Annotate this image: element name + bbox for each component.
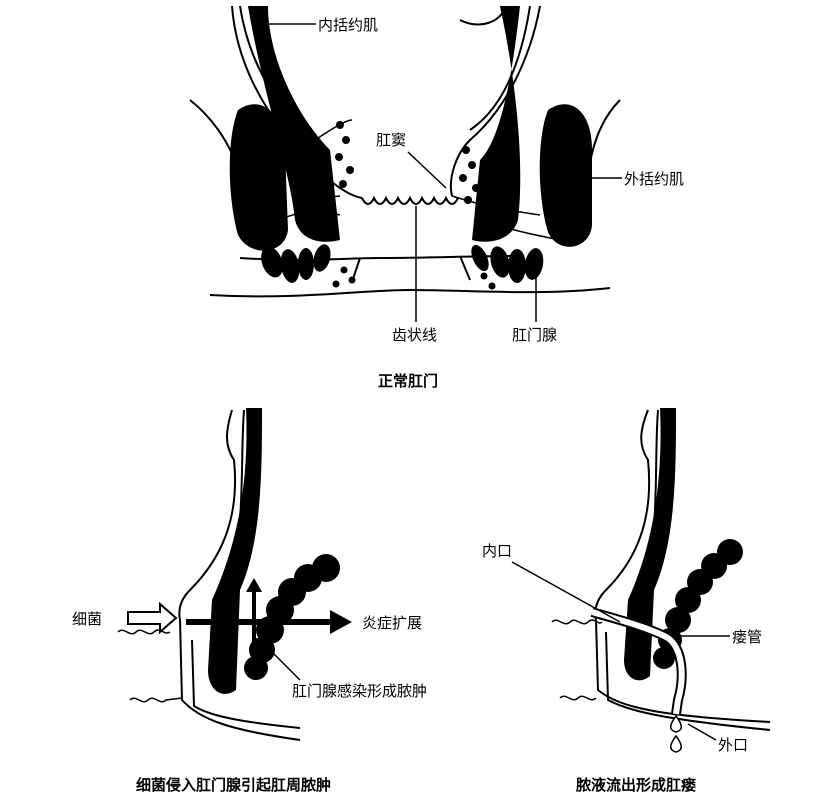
right-anal-glands: [459, 146, 544, 290]
internal-sphincter-shape-2: [624, 408, 676, 681]
fistula-illustration: 内口 瘘管 外口 脓液流出形成肛瘘: [482, 408, 771, 794]
dentate-line-label: 齿状线: [392, 326, 437, 344]
internal-opening-label: 内口: [482, 542, 512, 560]
fistula-caption: 脓液流出形成肛瘘: [575, 776, 696, 794]
abscess-label: 肛门腺感染形成脓肿: [292, 682, 427, 700]
left-external-sphincter: [229, 104, 288, 251]
fistula-tract-label: 瘘管: [732, 628, 762, 646]
right-external-sphincter: [539, 104, 592, 247]
normal-anus-caption: 正常肛门: [378, 372, 438, 390]
dentate-line-wave: [361, 195, 459, 205]
internal-sphincter-label: 内括约肌: [318, 16, 378, 34]
abscess-illustration: 细菌 炎症扩展 肛门腺感染形成脓肿 细菌侵入肛门腺引起肛周脓肿: [72, 408, 427, 794]
external-opening-label: 外口: [718, 736, 748, 754]
bacteria-label: 细菌: [72, 610, 102, 628]
normal-anus-illustration: 内括约肌 肛窦 外括约肌 齿状线 肛门腺 正常肛门: [189, 5, 684, 390]
left-anal-glands: [261, 121, 356, 288]
anal-sinus-label: 肛窦: [376, 131, 406, 149]
anal-gland-label: 肛门腺: [512, 326, 557, 344]
inflammation-spread-label: 炎症扩展: [362, 614, 422, 632]
abscess-chain: [244, 554, 340, 680]
right-internal-sphincter: [472, 6, 521, 242]
pus-drop-1: [670, 714, 682, 733]
bacteria-arrow: [127, 601, 178, 635]
fistula-gland-chain: [653, 539, 743, 669]
external-sphincter-label: 外括约肌: [624, 170, 684, 188]
pus-drop-2: [670, 734, 682, 753]
left-internal-sphincter: [248, 6, 340, 242]
abscess-caption: 细菌侵入肛门腺引起肛周脓肿: [136, 776, 331, 794]
